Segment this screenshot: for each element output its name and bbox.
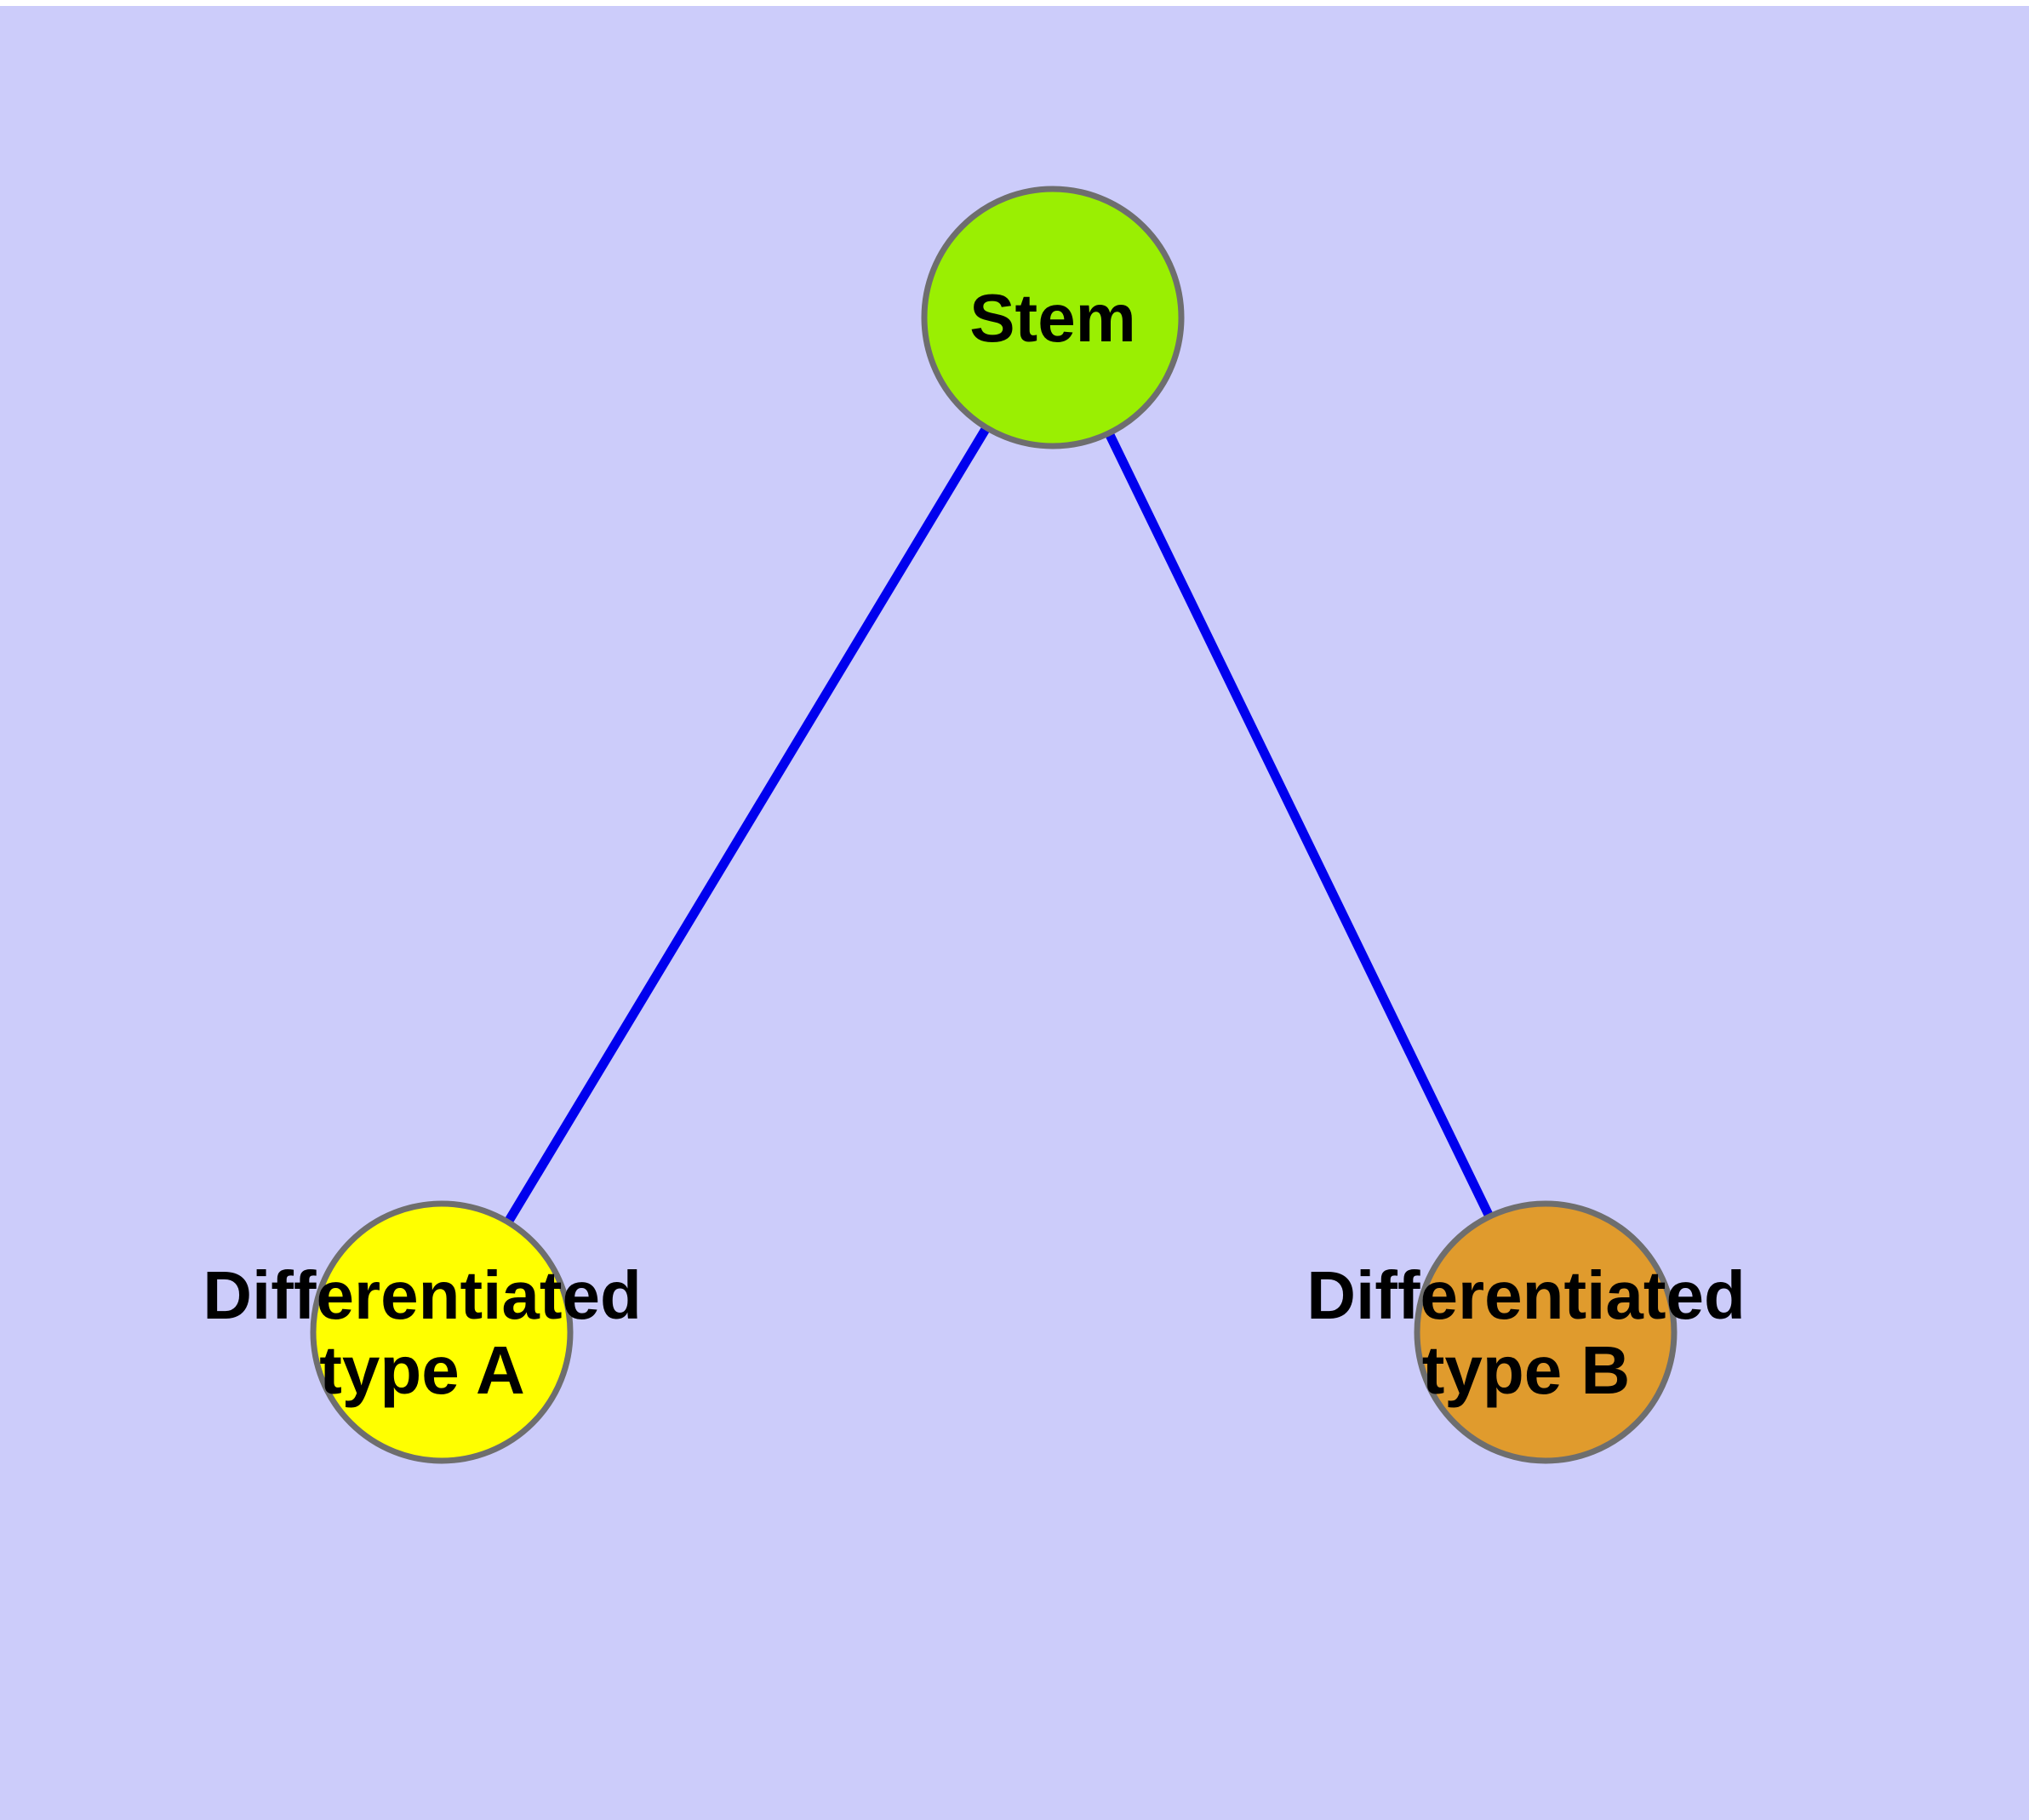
graph-node-diff_b[interactable]: [1414, 1200, 1677, 1464]
graph-node-stem[interactable]: [921, 186, 1185, 449]
graph-node-diff_a[interactable]: [310, 1200, 574, 1464]
node-label-stem: Stem: [969, 280, 1136, 356]
graph-edge[interactable]: [1049, 315, 1550, 1335]
node-label-line: type B: [1422, 1332, 1631, 1408]
graph-edge[interactable]: [437, 315, 1057, 1335]
node-label-line: Differentiated: [1306, 1257, 1746, 1333]
nodes-layer: [310, 186, 1677, 1464]
node-label-line: Stem: [969, 280, 1136, 356]
node-label-line: Differentiated: [203, 1257, 642, 1333]
edges-layer: [437, 315, 1550, 1335]
node-label-line: type A: [319, 1332, 525, 1408]
